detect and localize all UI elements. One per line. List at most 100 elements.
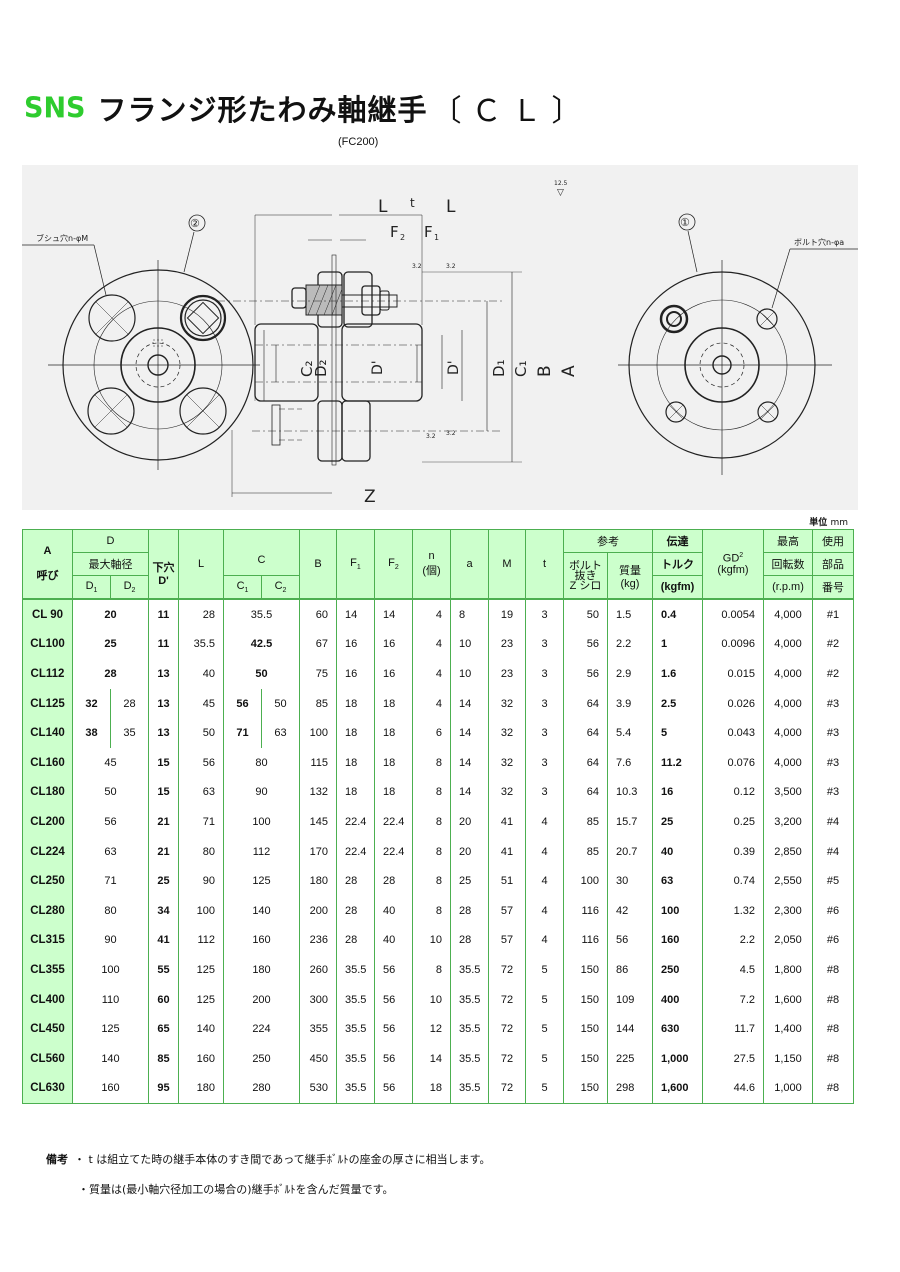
cell-t: 5 <box>525 984 564 1015</box>
cell-model: CL100 <box>22 629 73 660</box>
cell-mass: 2.2 <box>607 629 653 660</box>
cell-B: 115 <box>299 747 337 778</box>
cell-F2: 16 <box>374 629 413 660</box>
cell-d1: 90 <box>72 925 149 956</box>
cell-B: 170 <box>299 836 337 867</box>
cell-torque: 2.5 <box>652 688 703 719</box>
cell-bolt-removal: 116 <box>563 895 608 926</box>
cell-d1: 110 <box>72 984 149 1015</box>
cell-bolt-removal: 56 <box>563 629 608 660</box>
cell-pilot-bore: 95 <box>148 1073 179 1105</box>
cell-B: 145 <box>299 807 337 837</box>
cell-gd2: 0.076 <box>702 747 764 778</box>
cell-torque: 100 <box>652 895 703 926</box>
dim-D1: D₁ <box>490 359 508 377</box>
cell-d1: 71 <box>72 866 149 896</box>
cell-mass: 15.7 <box>607 807 653 837</box>
cell-gd2: 0.043 <box>702 718 764 748</box>
cell-B: 100 <box>299 718 337 748</box>
cell-torque: 1,600 <box>652 1073 703 1105</box>
cell-torque: 1,000 <box>652 1043 703 1074</box>
cell-F2: 40 <box>374 895 413 926</box>
header-F1-sub: 1 <box>356 564 361 572</box>
cell-c1: 35.5 <box>223 598 300 630</box>
cell-c1: 200 <box>223 984 300 1015</box>
dim-Dprime-left: D' <box>370 360 386 375</box>
cell-n: 12 <box>412 1014 451 1044</box>
cell-F2: 56 <box>374 1043 413 1074</box>
cell-F2: 22.4 <box>374 807 413 837</box>
cell-t: 3 <box>525 598 564 630</box>
cell-d2: 35 <box>110 718 149 748</box>
cell-model: CL450 <box>22 1014 73 1044</box>
left-end-view <box>22 214 260 470</box>
cell-a: 10 <box>450 659 489 689</box>
header-mass-unit: (kg) <box>620 577 640 590</box>
roughness-3.2-label: 3.2 <box>412 263 422 270</box>
cell-model: CL200 <box>22 807 73 837</box>
cell-rpm: 1,150 <box>763 1043 813 1074</box>
dim-t: t <box>410 196 415 210</box>
cell-model: CL630 <box>22 1073 73 1105</box>
bush-hole-label: ブシュ穴n-φM <box>36 233 88 243</box>
header-torque-unit: (kgfm) <box>652 575 703 600</box>
header-pilot-bore-label: 下穴 <box>152 562 175 574</box>
cell-d1: 140 <box>72 1043 149 1074</box>
cell-F2: 16 <box>374 659 413 689</box>
cell-part-number: #8 <box>812 984 854 1015</box>
cell-t: 3 <box>525 747 564 778</box>
cell-gd2: 0.74 <box>702 866 764 896</box>
cell-model: CL180 <box>22 777 73 808</box>
header-part-3: 番号 <box>812 575 854 600</box>
header-pilot-bore: 下穴 D' <box>148 529 179 600</box>
cell-L: 125 <box>178 955 224 985</box>
header-rpm-1: 最高 <box>763 529 813 553</box>
cell-n: 10 <box>412 984 451 1015</box>
cell-d1: 100 <box>72 955 149 985</box>
cell-t: 3 <box>525 659 564 689</box>
cell-part-number: #6 <box>812 925 854 956</box>
cell-part-number: #3 <box>812 747 854 778</box>
header-bolt-removal-2: 抜き <box>574 569 597 582</box>
cell-M: 72 <box>488 984 526 1015</box>
cell-t: 3 <box>525 777 564 808</box>
cell-d2: 28 <box>110 688 149 719</box>
cell-model: CL355 <box>22 955 73 985</box>
note-1: 備考・ t は組立てた時の継手本体のすき間であって継手ﾎﾞﾙﾄの座金の厚さに相当… <box>46 1153 491 1167</box>
cell-M: 23 <box>488 629 526 660</box>
cell-rpm: 1,000 <box>763 1073 813 1105</box>
cell-L: 112 <box>178 925 224 956</box>
cell-B: 300 <box>299 984 337 1015</box>
cell-n: 4 <box>412 629 451 660</box>
cell-M: 72 <box>488 1014 526 1044</box>
cell-bolt-removal: 150 <box>563 955 608 985</box>
cell-c1: 100 <box>223 807 300 837</box>
cell-F1: 35.5 <box>336 1073 375 1105</box>
cell-L: 100 <box>178 895 224 926</box>
cell-mass: 225 <box>607 1043 653 1074</box>
note-1-text: ・ t は組立てた時の継手本体のすき間であって継手ﾎﾞﾙﾄの座金の厚さに相当しま… <box>74 1153 491 1166</box>
cell-part-number: #6 <box>812 895 854 926</box>
cell-L: 45 <box>178 688 224 719</box>
cell-B: 67 <box>299 629 337 660</box>
cell-a: 14 <box>450 718 489 748</box>
cell-F1: 22.4 <box>336 807 375 837</box>
cell-d1: 32 <box>72 688 111 719</box>
cell-c1: 71 <box>223 718 262 748</box>
cell-part-number: #8 <box>812 1014 854 1044</box>
cell-d1: 80 <box>72 895 149 926</box>
header-t: t <box>525 529 564 600</box>
cell-part-number: #8 <box>812 1073 854 1105</box>
cell-M: 72 <box>488 955 526 985</box>
cell-gd2: 0.015 <box>702 659 764 689</box>
cell-rpm: 1,800 <box>763 955 813 985</box>
cell-bolt-removal: 56 <box>563 659 608 689</box>
cell-bolt-removal: 116 <box>563 925 608 956</box>
cell-n: 18 <box>412 1073 451 1105</box>
